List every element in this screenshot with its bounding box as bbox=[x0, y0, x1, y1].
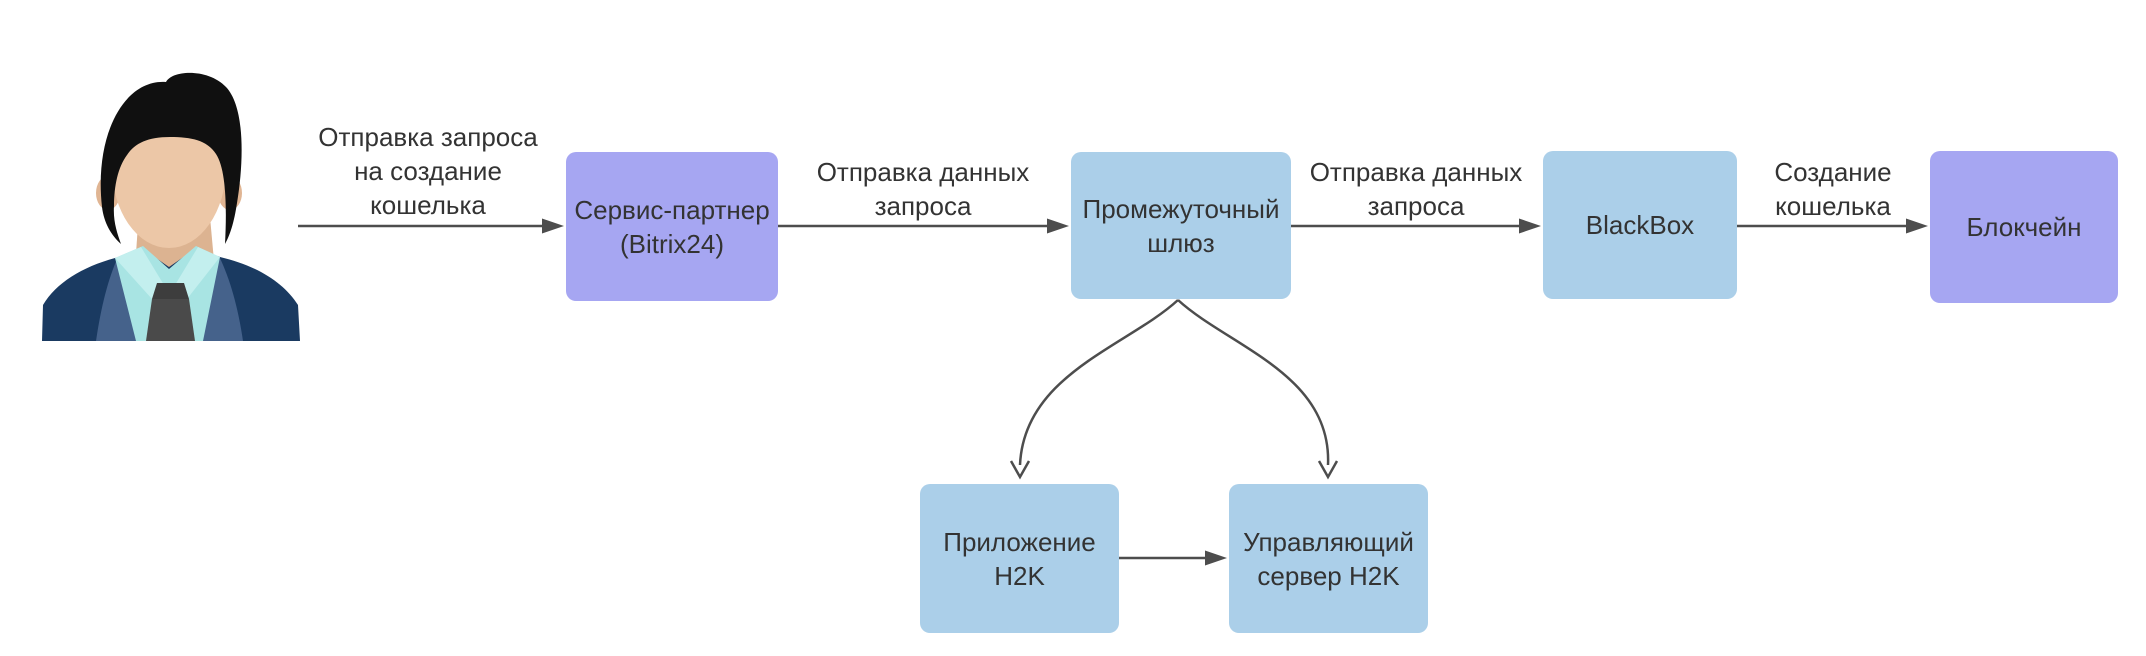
avatar-tie-knot bbox=[152, 283, 189, 299]
user-avatar-icon bbox=[40, 55, 303, 341]
arrowhead-service-partner bbox=[542, 218, 564, 234]
edge-label-line: на создание bbox=[354, 156, 502, 186]
edge-label-line: кошелька bbox=[370, 190, 486, 220]
node-label: Промежуточный шлюз bbox=[1083, 192, 1280, 260]
node-label-line: шлюз bbox=[1147, 227, 1215, 258]
node-label-line: Приложение bbox=[943, 526, 1096, 557]
avatar-hair bbox=[100, 72, 242, 244]
node-label: Блокчейн bbox=[1967, 210, 2082, 244]
node-label: BlackBox bbox=[1586, 208, 1694, 242]
node-label-line: Управляющий bbox=[1243, 526, 1414, 557]
arrowhead-blockchain bbox=[1906, 218, 1928, 234]
arrowhead-open-h2k-server bbox=[1317, 460, 1339, 480]
node-label-line: Блокчейн bbox=[1966, 212, 2082, 242]
node-label: Сервис-партнер (Bitrix24) bbox=[574, 193, 769, 261]
edge-label-line: запроса bbox=[874, 191, 972, 221]
node-h2k-app: Приложение H2K bbox=[920, 484, 1119, 633]
edge-label-line: запроса bbox=[1367, 191, 1465, 221]
node-label-line: Промежуточный bbox=[1082, 193, 1280, 224]
edge-label-line: Отправка данных bbox=[1309, 157, 1523, 187]
avatar-collar bbox=[115, 247, 167, 299]
edge-label-create-wallet: Создание кошелька bbox=[1633, 155, 2033, 223]
edge-label-create-wallet-request: Отправка запроса на создание кошелька bbox=[228, 120, 628, 222]
node-label-line: сервер H2K bbox=[1257, 560, 1400, 591]
curve-gateway-to-h2k-server bbox=[1177, 299, 1330, 466]
edge-label-line: Отправка запроса bbox=[318, 122, 538, 152]
node-label: Управляющий сервер H2K bbox=[1243, 525, 1414, 593]
node-label-line: BlackBox bbox=[1585, 210, 1695, 240]
node-label-line: H2K bbox=[994, 560, 1045, 591]
node-blackbox: BlackBox bbox=[1543, 151, 1737, 299]
node-label: Приложение H2K bbox=[943, 525, 1096, 593]
edge-label-line: Отправка данных bbox=[816, 157, 1030, 187]
node-h2k-server: Управляющий сервер H2K bbox=[1229, 484, 1428, 633]
avatar-tie bbox=[146, 299, 195, 341]
edge-label-line: кошелька bbox=[1775, 191, 1891, 221]
node-label-line: Сервис-партнер bbox=[574, 194, 770, 225]
node-blockchain: Блокчейн bbox=[1930, 151, 2118, 303]
arrowhead-gateway bbox=[1047, 218, 1069, 234]
node-label-line: (Bitrix24) bbox=[619, 228, 724, 259]
node-service-partner: Сервис-партнер (Bitrix24) bbox=[566, 152, 778, 301]
edge-label-send-request-data-1: Отправка данных запроса bbox=[723, 155, 1123, 223]
curve-gateway-to-h2k-app bbox=[1018, 299, 1179, 466]
edge-label-send-request-data-2: Отправка данных запроса bbox=[1216, 155, 1616, 223]
arrowhead-h2k-server bbox=[1205, 550, 1227, 566]
node-gateway: Промежуточный шлюз bbox=[1071, 152, 1291, 299]
arrowhead-blackbox bbox=[1519, 218, 1541, 234]
arrowhead-open-h2k-app bbox=[1009, 460, 1031, 480]
edge-label-line: Создание bbox=[1774, 157, 1892, 187]
